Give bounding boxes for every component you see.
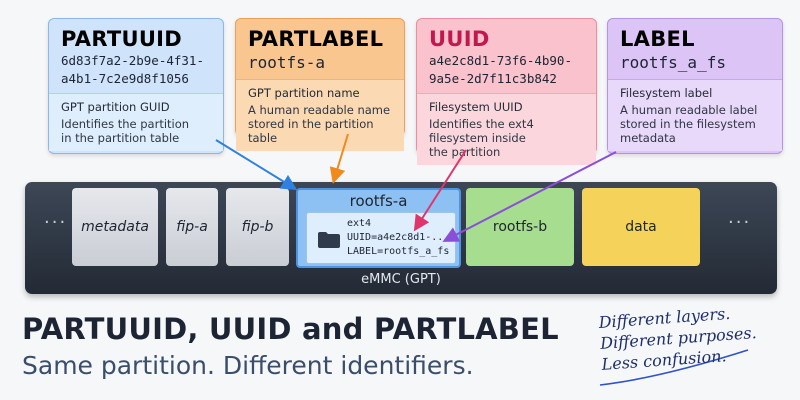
partition-metadata-label: metadata	[81, 219, 149, 235]
label-desc-line1: A human readable label	[620, 103, 758, 117]
arrow-label	[442, 151, 617, 242]
uuid-desc-line1: Identifies the ext4	[429, 117, 534, 131]
partuuid-value-line2: a4b1-7c2e9d8f1056	[61, 71, 189, 86]
filesystem-uuid-line: UUID=a4e2c8d1-...	[347, 232, 450, 243]
partlabel-heading: GPT partition name	[248, 86, 360, 100]
partuuid-title: PARTUUID	[61, 27, 183, 51]
folder-icon	[318, 232, 340, 248]
arrow-partuuid	[215, 139, 298, 191]
partlabel-title: PARTLABEL	[248, 27, 384, 51]
arrow-uuid	[413, 149, 467, 232]
subheadline: Same partition. Different identifiers.	[22, 351, 474, 380]
uuid-title: UUID	[429, 27, 490, 51]
arrow-partlabel	[329, 133, 349, 184]
emmc-label: eMMC (GPT)	[361, 272, 441, 287]
label-desc-line2: stored in the filesystem	[620, 117, 756, 131]
uuid-card: UUID a4e2c8d1-73f6-4b90- 9a5e-2d7f11c3b8…	[416, 18, 597, 165]
partition-metadata: metadata	[72, 188, 158, 266]
label-card: LABEL rootfs_a_fs Filesystem label A hum…	[607, 18, 783, 154]
partition-fip-a-label: fip-a	[176, 219, 208, 235]
left-ellipsis: ···	[44, 212, 68, 233]
partlabel-desc-line1: A human readable name	[248, 103, 391, 117]
uuid-value-line1: a4e2c8d1-73f6-4b90-	[429, 53, 572, 68]
partlabel-card: PARTLABEL rootfs-a GPT partition name A …	[235, 18, 405, 151]
partition-data-label: data	[625, 219, 657, 235]
partuuid-heading: GPT partition GUID	[61, 100, 170, 114]
partition-data: data	[582, 188, 700, 266]
right-ellipsis: ···	[728, 212, 752, 233]
partuuid-desc-line1: Identifies the partition	[61, 117, 190, 131]
note-underline	[599, 349, 749, 386]
label-desc-line3: metadata	[620, 131, 676, 145]
filesystem-type: ext4	[347, 218, 372, 229]
label-title: LABEL	[620, 27, 695, 51]
uuid-value-line2: 9a5e-2d7f11c3b842	[429, 71, 557, 86]
uuid-heading: Filesystem UUID	[429, 100, 523, 114]
handwritten-note: Different layers. Different purposes. Le…	[598, 301, 759, 375]
partuuid-value-line1: 6d83f7a2-2b9e-4f31-	[61, 53, 204, 68]
uuid-desc-line2: filesystem inside	[429, 131, 526, 145]
partition-rootfs-b-label: rootfs-b	[492, 219, 548, 235]
partition-rootfs-a-label: rootfs-a	[349, 192, 408, 210]
partition-fip-b-label: fip-b	[241, 219, 274, 235]
partuuid-card: PARTUUID 6d83f7a2-2b9e-4f31- a4b1-7c2e9d…	[48, 18, 224, 154]
partition-fip-a: fip-a	[166, 188, 218, 266]
filesystem-label-line: LABEL=rootfs_a_fs	[347, 246, 450, 257]
label-heading: Filesystem label	[620, 86, 713, 100]
headline: PARTUUID, UUID and PARTLABEL	[22, 312, 559, 346]
filesystem-box: ext4 UUID=a4e2c8d1-... LABEL=rootfs_a_fs	[306, 212, 456, 264]
partlabel-value: rootfs-a	[248, 53, 326, 72]
label-value: rootfs_a_fs	[620, 53, 726, 72]
partlabel-desc-line2: stored in the partition table	[248, 117, 374, 145]
partuuid-desc-line2: in the partition table	[61, 131, 180, 145]
partition-rootfs-b: rootfs-b	[466, 188, 574, 266]
partition-fip-b: fip-b	[226, 188, 289, 266]
